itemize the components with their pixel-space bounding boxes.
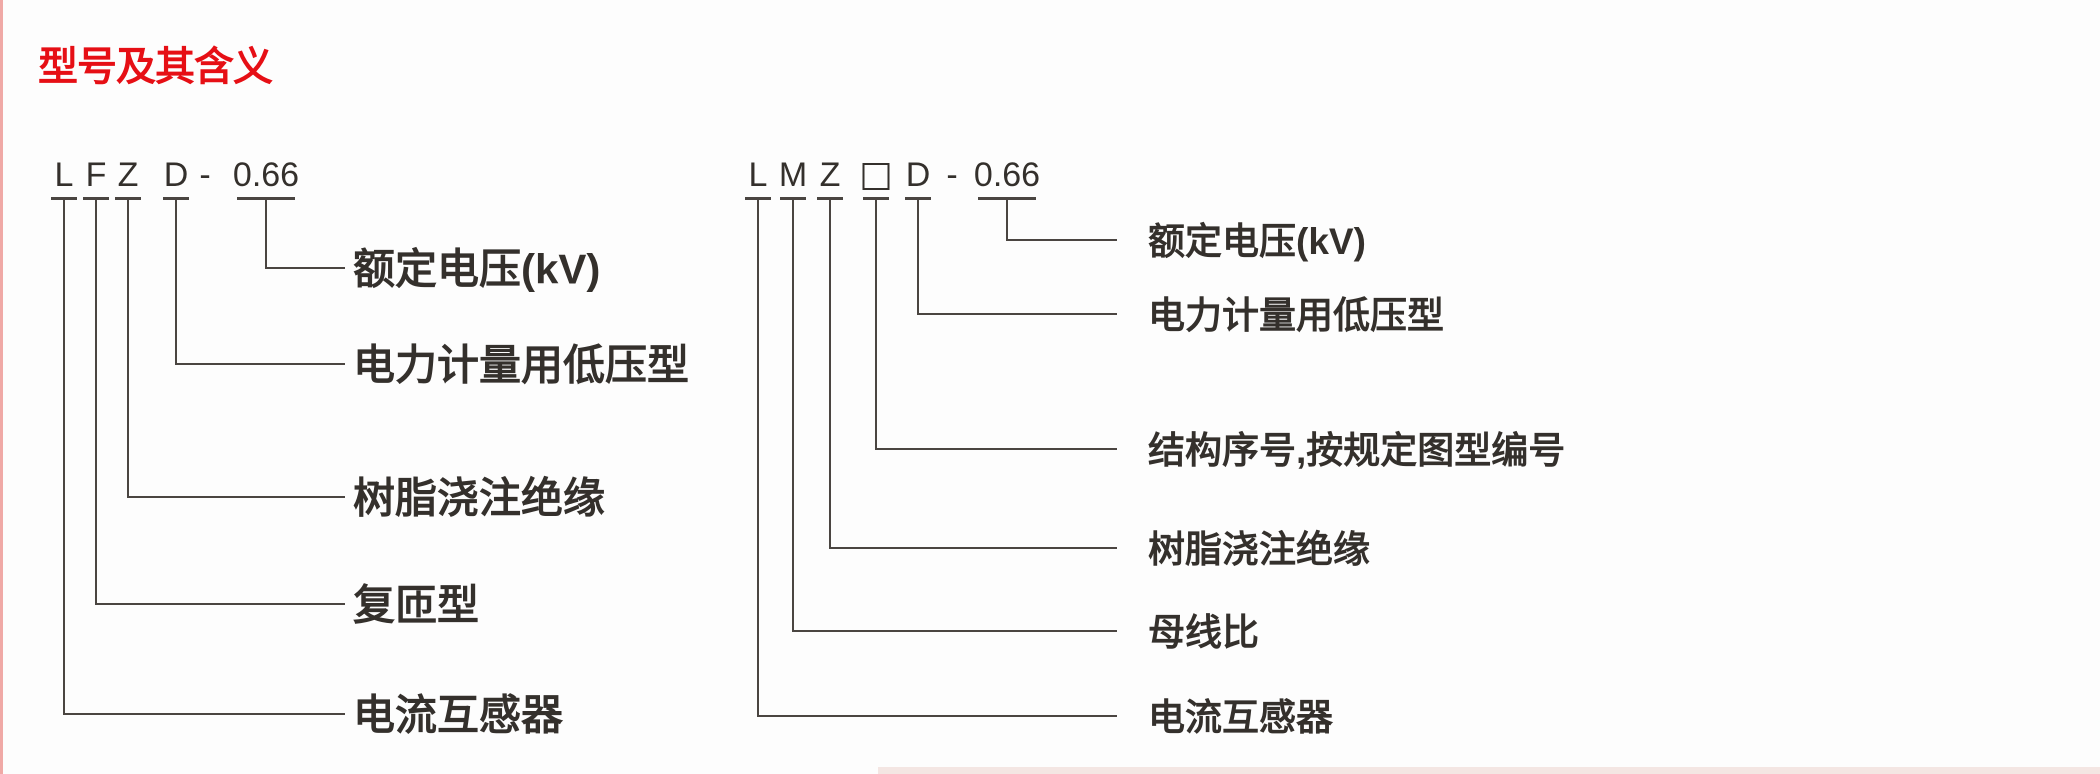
code-letter-l: L [748,156,768,194]
code-voltage-value: 0.66 [232,156,300,194]
meaning-label-lv-metering: 电力计量用低压型 [353,341,690,389]
meaning-label-resin-cast: 树脂浇注绝缘 [1148,529,1370,570]
tick-mark [83,197,109,200]
connector-line [265,200,345,269]
connector-line [1006,200,1117,241]
meaning-label-rated-voltage: 额定电压(kV) [1148,221,1366,262]
box-placeholder-symbol [862,163,890,190]
tick-mark [905,197,931,200]
code-letter-z: Z [819,156,841,194]
tick-mark [237,197,295,200]
connector-line [175,200,345,365]
tick-mark [978,197,1036,200]
tick-mark [745,197,771,200]
tick-mark [817,197,843,200]
code-letter-d: D [163,156,189,194]
connector-line [829,200,1117,549]
meaning-label-bus-ratio: 母线比 [1148,612,1259,653]
code-voltage-value: 0.66 [973,156,1041,194]
code-letter-z: Z [117,156,139,194]
code-letter-d: D [905,156,931,194]
page-edge-strip-bottom [878,767,2100,774]
tick-mark [163,197,189,200]
meaning-label-resin-cast: 树脂浇注绝缘 [353,474,606,522]
connector-line [875,200,1117,450]
tick-mark [51,197,77,200]
page-title: 型号及其含义 [38,45,273,89]
meaning-label-structure-number: 结构序号,按规定图型编号 [1148,430,1566,471]
connector-line [757,200,1117,717]
meaning-label-lv-metering: 电力计量用低压型 [1148,295,1444,336]
meaning-label-multi-turn: 复匝型 [353,581,480,629]
connector-line [792,200,1117,632]
tick-mark [863,197,889,200]
code-letter-f: F [85,156,107,194]
tick-mark [115,197,141,200]
code-dash: - [199,156,211,194]
code-letter-m: M [778,156,808,194]
tick-mark [780,197,806,200]
connector-line [63,200,345,715]
meaning-label-rated-voltage: 额定电压(kV) [353,245,601,293]
code-dash: - [946,156,958,194]
meaning-label-current-transformer: 电流互感器 [353,691,564,739]
page-edge-strip-left [0,0,3,774]
connector-line [917,200,1117,315]
code-letter-l: L [54,156,74,194]
connector-line [127,200,345,498]
meaning-label-current-transformer: 电流互感器 [1148,697,1333,738]
connector-line [95,200,345,605]
